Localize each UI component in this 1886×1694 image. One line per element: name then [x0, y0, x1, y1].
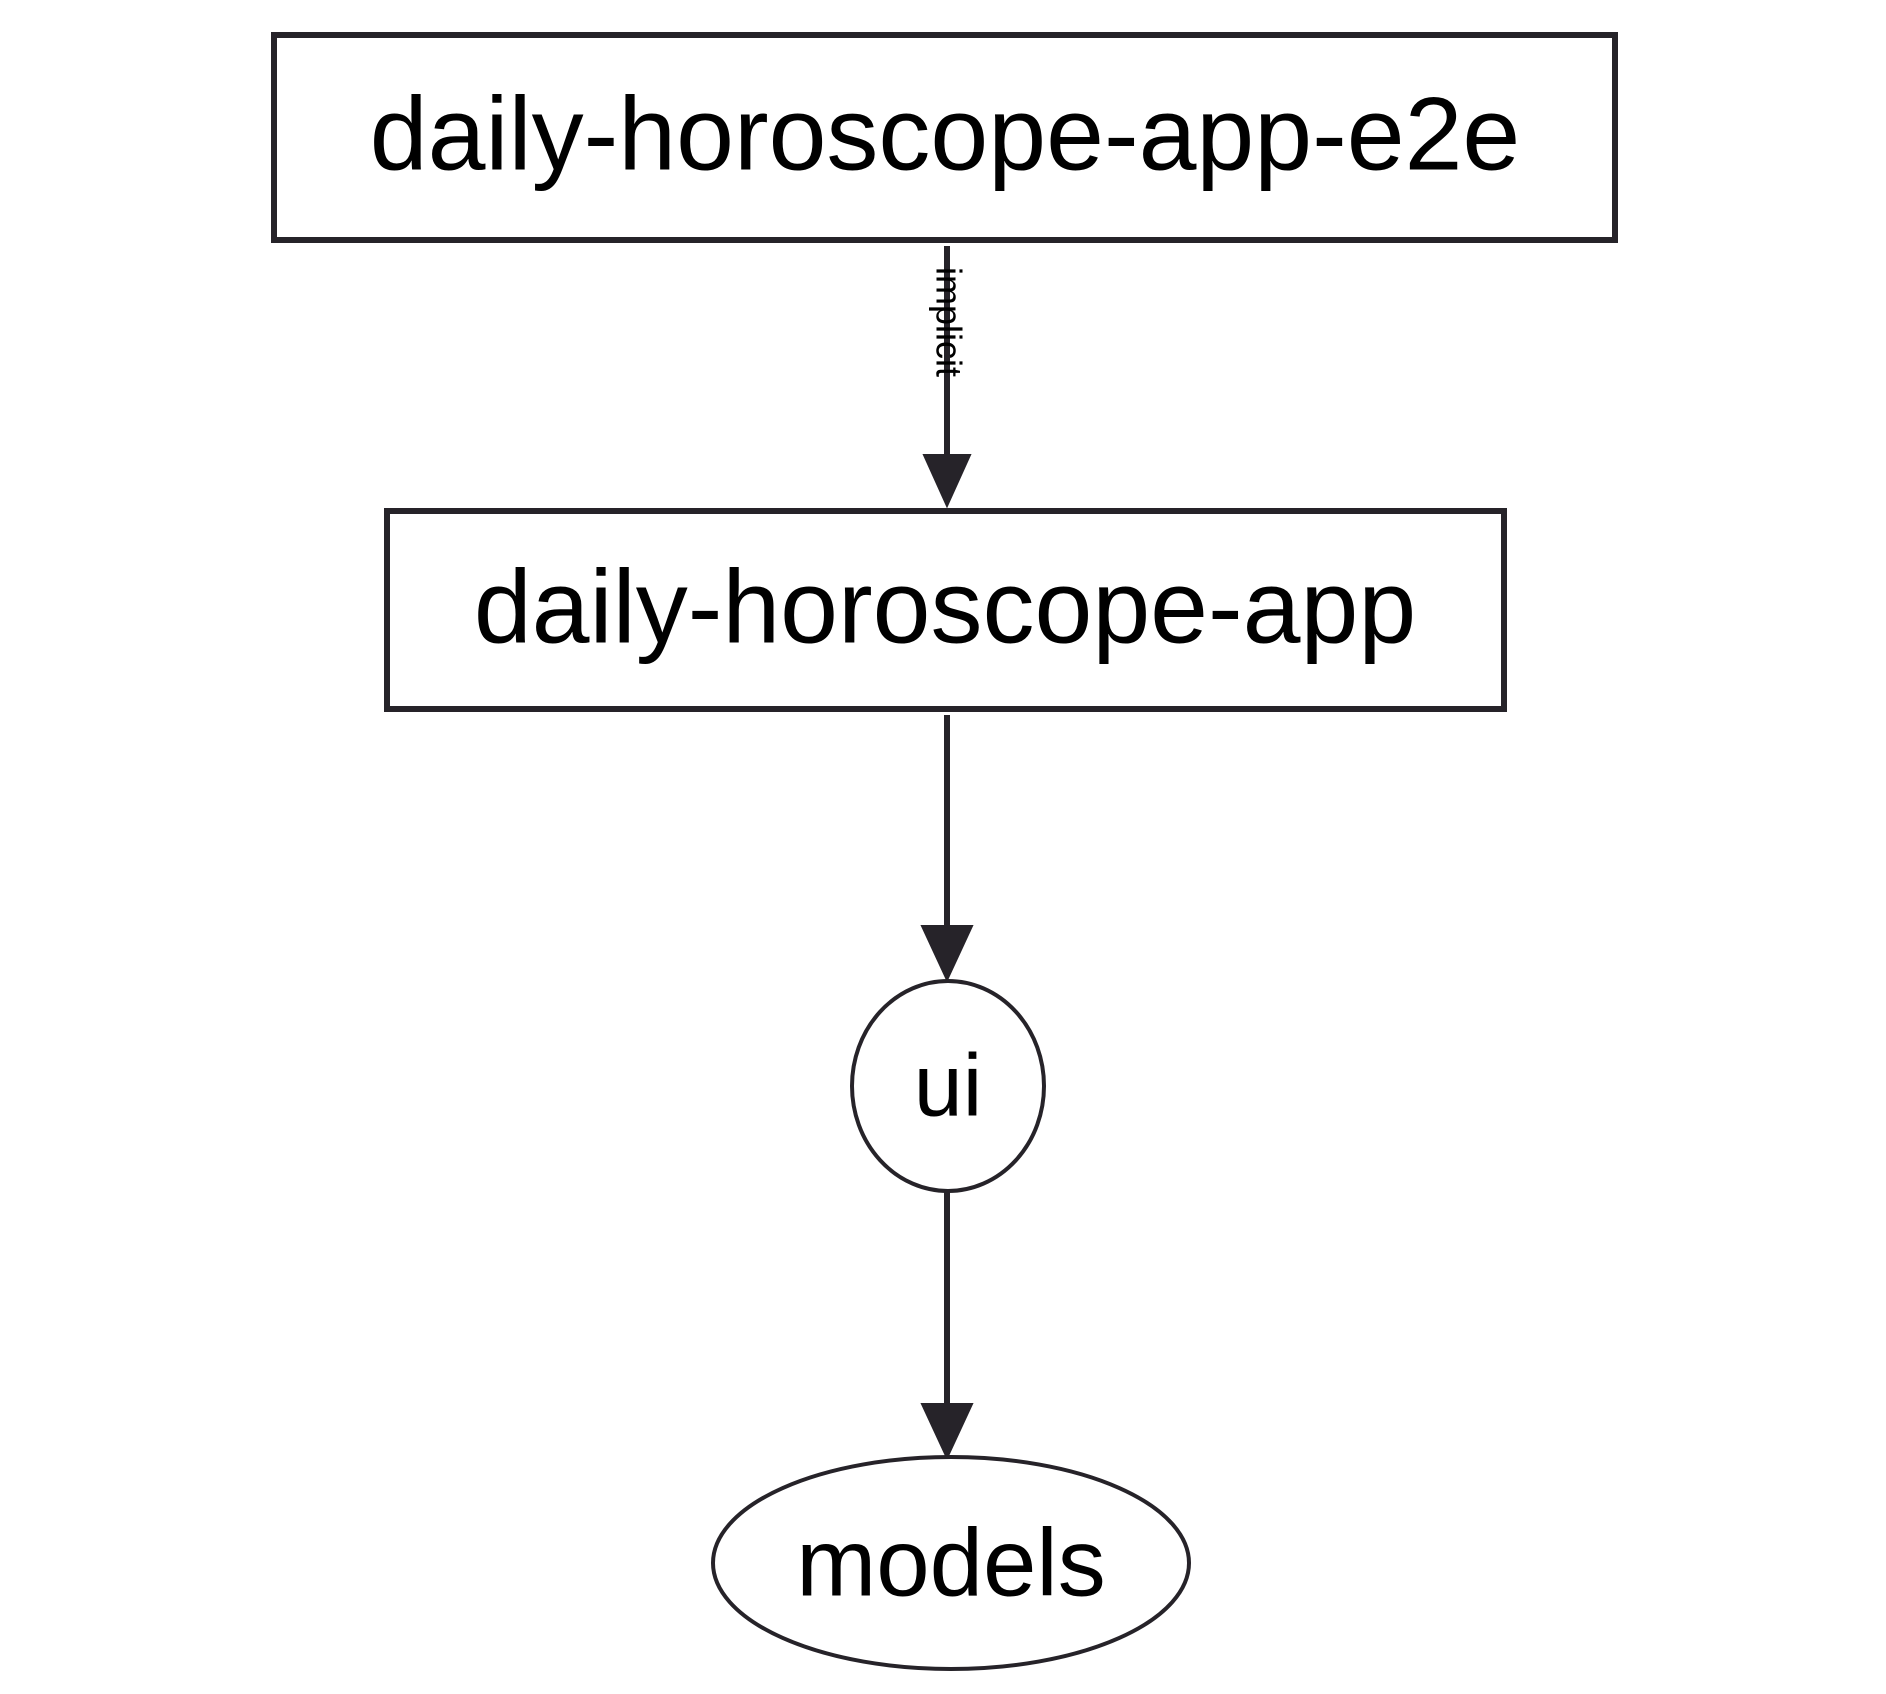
edge-label-implicit: implicit — [928, 267, 969, 377]
arrowhead-app-to-ui — [920, 925, 974, 983]
node-box-e2e[interactable] — [271, 32, 1618, 243]
edge-ui-to-models[interactable] — [920, 1192, 974, 1461]
edge-e2e-to-app[interactable]: implicit — [922, 246, 972, 509]
node-label-e2e: daily-horoscope-app-e2e — [370, 76, 1521, 192]
node-ellipse-models[interactable] — [711, 1455, 1191, 1671]
node-ui[interactable]: ui — [850, 979, 1046, 1193]
node-label-ui: ui — [914, 1035, 983, 1134]
arrowhead-ui-to-models — [920, 1403, 974, 1461]
arrowhead-e2e-to-app — [922, 454, 972, 509]
node-daily-horoscope-app-e2e[interactable]: daily-horoscope-app-e2e — [271, 32, 1618, 243]
node-box-app[interactable] — [384, 508, 1507, 712]
node-models[interactable]: models — [711, 1455, 1191, 1671]
node-label-app: daily-horoscope-app — [474, 549, 1416, 665]
node-label-models: models — [796, 1509, 1105, 1616]
node-daily-horoscope-app[interactable]: daily-horoscope-app — [384, 508, 1507, 712]
edge-app-to-ui[interactable] — [920, 715, 974, 983]
node-circle-ui[interactable] — [850, 979, 1046, 1193]
